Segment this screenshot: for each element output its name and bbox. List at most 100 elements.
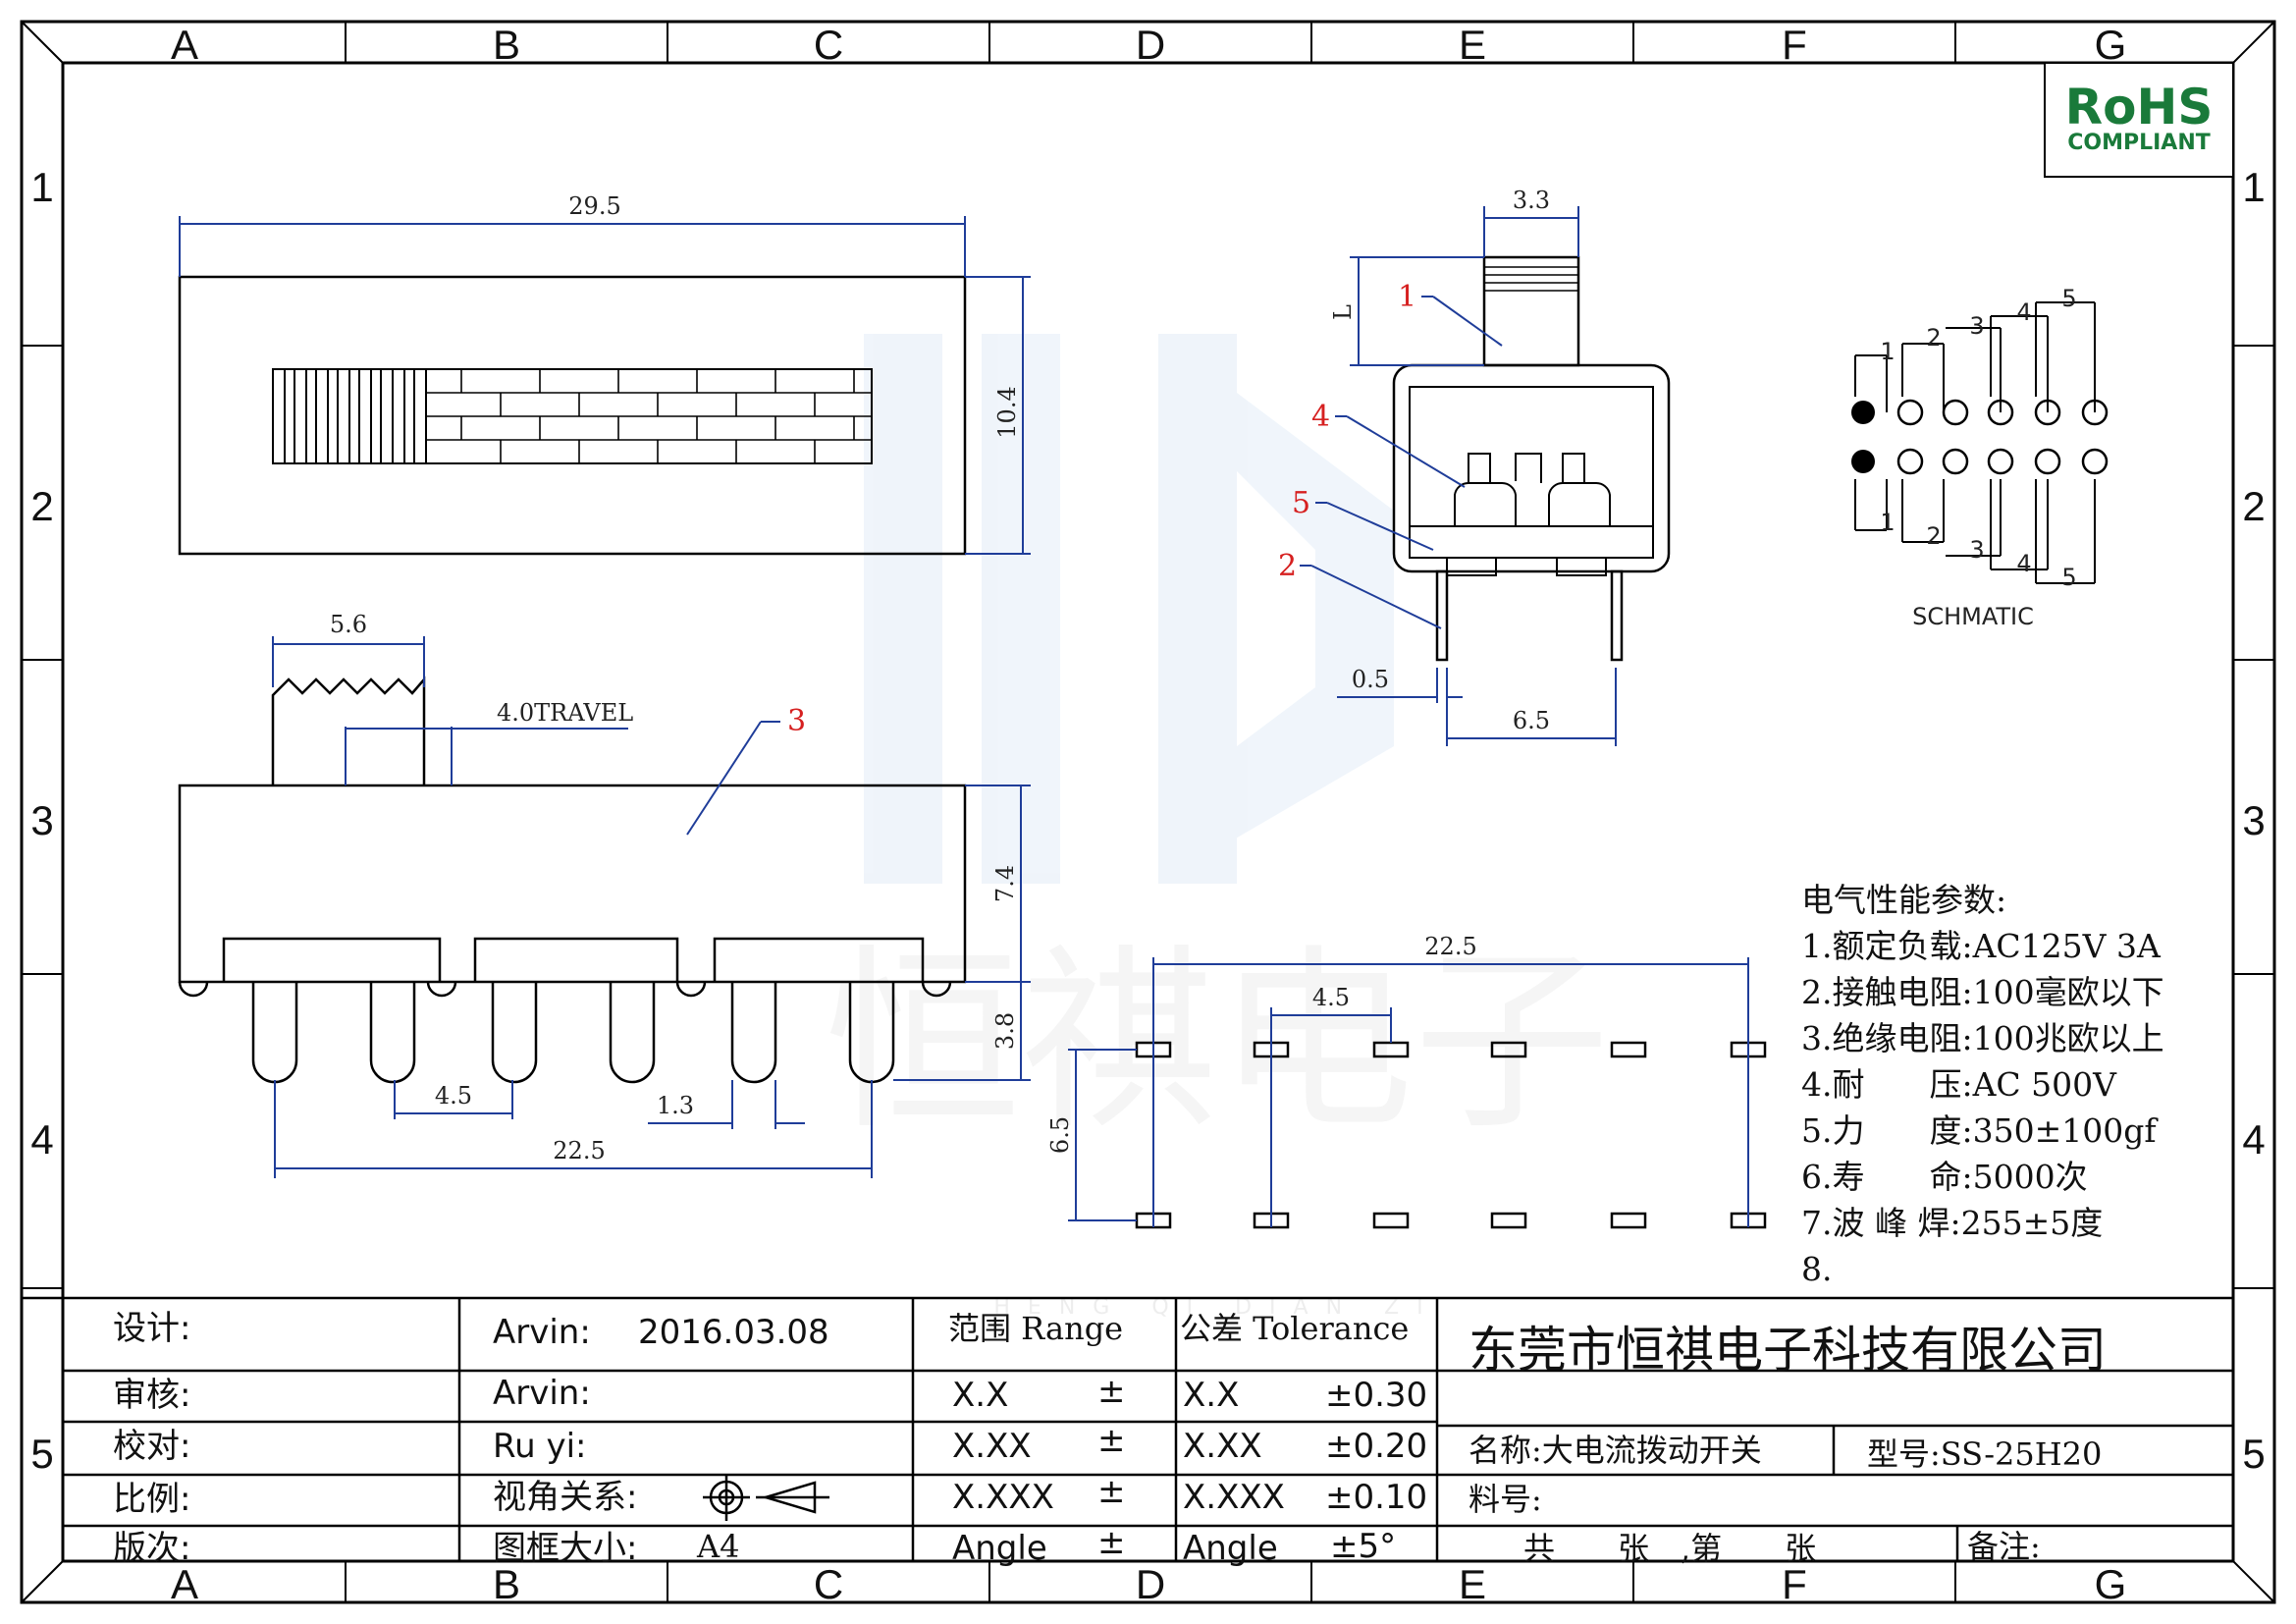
grid-col-c-bottom: C: [814, 1561, 843, 1607]
grid-row-5: 5: [30, 1431, 53, 1477]
grid-col-b-bottom: B: [493, 1561, 520, 1607]
tol-range-3: X.XXX: [1183, 1478, 1285, 1517]
grid-col-e-bottom: E: [1459, 1561, 1486, 1607]
projection-symbol: [703, 1474, 829, 1521]
schematic-top-5: 5: [2061, 285, 2076, 312]
remarks-label: 备注:: [1967, 1528, 2041, 1565]
grid-row-4-right: 4: [2242, 1116, 2265, 1163]
design-date: 2016.03.08: [638, 1313, 829, 1352]
schematic-bottom-4: 4: [2016, 550, 2031, 577]
grid-col-a: A: [171, 22, 198, 68]
range-2: X.XX: [952, 1427, 1032, 1466]
top-view-brick-pattern: [426, 369, 872, 463]
designer-name: Arvin:: [493, 1313, 591, 1352]
dim-end-pin-thickness: 0.5: [1352, 666, 1389, 693]
grid-row-1: 1: [30, 164, 53, 210]
dim-travel: 4.0TRAVEL: [497, 699, 633, 727]
rohs-badge: RoHS COMPLIANT: [2044, 62, 2234, 178]
spec-item-7: 7.波 峰 焊:255±5度: [1801, 1204, 2103, 1242]
schematic-bottom-5: 5: [2061, 564, 2076, 591]
dim-body-height: 7.4: [991, 865, 1019, 902]
schematic-top-1: 1: [1880, 338, 1895, 365]
dim-pin-pitch: 4.5: [435, 1082, 472, 1110]
title-block: 设计: 审核: 校对: 比例: 版次: Arvin: 2016.03.08 Ar…: [22, 1296, 2233, 1568]
projection-label: 视角关系:: [493, 1478, 637, 1517]
schematic-bottom-2: 2: [1926, 522, 1941, 550]
sheet-frame: A B C D E F G A B C D E F G 1 2 3 4 5 1 …: [20, 20, 2276, 1607]
grid-col-c: C: [814, 22, 843, 68]
tol-value-3: ±0.10: [1325, 1478, 1427, 1517]
range-3: X.XXX: [952, 1478, 1054, 1517]
label-revision: 版次:: [113, 1529, 190, 1568]
range-1: X.X: [952, 1376, 1008, 1415]
spec-item-5: 5.力 度:350±100gf: [1801, 1111, 2159, 1150]
electrical-specs: 电气性能参数: 1.额定负载:AC125V 3A 2.接触电阻:100毫欧以下 …: [1801, 881, 2164, 1288]
grid-col-f-bottom: F: [1782, 1561, 1807, 1607]
range-pm-4: ±: [1097, 1523, 1126, 1562]
frame-size-value: A4: [696, 1528, 739, 1565]
tol-range-1: X.X: [1183, 1376, 1239, 1415]
top-view-knob-ribs: [284, 369, 427, 463]
dim-top-width: 29.5: [568, 192, 620, 220]
schematic-top-4: 4: [2016, 298, 2031, 326]
checker-name: Arvin:: [493, 1374, 591, 1413]
sheet-count: 共 张 ,第 张: [1523, 1530, 1816, 1567]
product-model: 型号:SS-25H20: [1867, 1435, 2102, 1473]
frame-size-label: 图框大小:: [493, 1529, 637, 1568]
specs-title: 电气性能参数:: [1801, 881, 2006, 919]
dim-footprint-row: 6.5: [1046, 1116, 1074, 1154]
grid-row-2: 2: [30, 483, 53, 529]
grid-row-2-right: 2: [2242, 483, 2265, 529]
grid-row-3: 3: [30, 797, 53, 843]
grid-col-d: D: [1136, 22, 1165, 68]
schematic-top-3: 3: [1969, 312, 1984, 340]
side-view: 5.6 4.0TRAVEL 7.4 3.8 4.5 1.3 22.5 3: [178, 611, 1031, 1178]
tol-range-4: Angle: [1183, 1529, 1278, 1568]
spec-item-3: 3.绝缘电阻:100兆欧以上: [1801, 1019, 2164, 1057]
dim-end-pin-spacing: 6.5: [1513, 707, 1550, 734]
label-designer: 设计:: [113, 1309, 190, 1348]
company-name: 东莞市恒祺电子科技有限公司: [1468, 1322, 2107, 1379]
grid-col-g: G: [2095, 22, 2127, 68]
schematic: 1 2 3 4 5 1 2 3 4 5 SCHMATIC: [1851, 285, 2109, 630]
grid-col-f: F: [1782, 22, 1807, 68]
grid-row-1-right: 1: [2242, 164, 2265, 210]
grid-col-g-bottom: G: [2095, 1561, 2127, 1607]
dim-end-knob-width: 3.3: [1513, 187, 1550, 214]
range-pm-1: ±: [1097, 1372, 1126, 1411]
tol-range-2: X.XX: [1183, 1427, 1262, 1466]
tol-value-4: ±5°: [1330, 1527, 1396, 1566]
schematic-label: SCHMATIC: [1912, 603, 2034, 630]
rohs-subtitle: COMPLIANT: [2067, 131, 2211, 155]
callout-3: 3: [787, 704, 806, 738]
grid-col-d-bottom: D: [1136, 1561, 1165, 1607]
label-scale: 比例:: [113, 1480, 190, 1519]
rohs-title: RoHS: [2065, 79, 2214, 135]
tolerance-header: 公差 Tolerance: [1180, 1310, 1409, 1347]
watermark: 恒祺电子 HENG QI DIAN ZI: [825, 334, 1610, 1320]
dim-footprint-pitch: 4.5: [1312, 984, 1350, 1011]
grid-col-a-bottom: A: [171, 1561, 198, 1607]
range-header: 范围 Range: [948, 1310, 1123, 1347]
dim-end-knob-length: L: [1329, 304, 1357, 320]
grid-col-b: B: [493, 22, 520, 68]
pcb-footprint: 22.5 4.5 6.5: [1046, 933, 1767, 1229]
grid-row-3-right: 3: [2242, 797, 2265, 843]
tol-value-1: ±0.30: [1325, 1376, 1427, 1415]
range-pm-3: ±: [1097, 1472, 1126, 1511]
grid-row-4: 4: [30, 1116, 53, 1163]
callout-2: 2: [1278, 549, 1297, 583]
callout-5: 5: [1292, 486, 1310, 520]
end-view: 3.3 L 0.5 6.5 1 4 5 2: [1278, 187, 1671, 746]
spec-item-1: 1.额定负载:AC125V 3A: [1801, 927, 2162, 965]
callout-4: 4: [1311, 400, 1330, 434]
proofer-name: Ru yi:: [493, 1427, 586, 1466]
schematic-bottom-3: 3: [1969, 536, 1984, 564]
top-view: 29.5 10.4: [178, 192, 1031, 556]
material-number: 料号:: [1468, 1481, 1542, 1518]
dim-knob-width: 5.6: [330, 611, 367, 638]
dim-pin-span: 22.5: [553, 1137, 605, 1164]
schematic-terminals: [1851, 399, 2109, 475]
spec-item-4: 4.耐 压:AC 500V: [1801, 1065, 2117, 1104]
spec-item-8: 8.: [1801, 1250, 1833, 1288]
